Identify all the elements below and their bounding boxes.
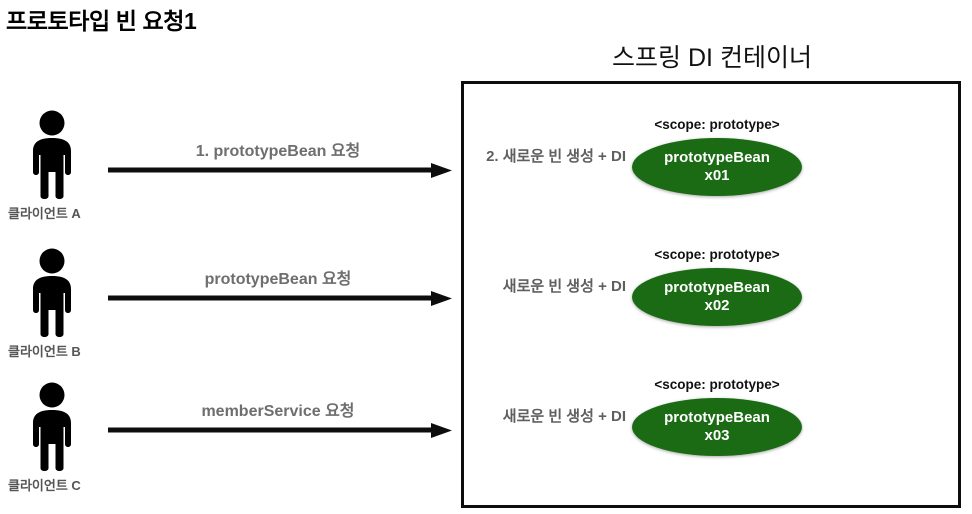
bean-name: prototypeBean [664, 279, 770, 296]
client-c: 클라이언트 C [4, 382, 100, 494]
arrow-shaft-icon [108, 291, 452, 306]
arrow-shaft-icon [108, 423, 452, 438]
prototype-bean-x02: prototypeBean x02 [632, 268, 802, 326]
bean-scope-label: <scope: prototype> [654, 247, 780, 262]
prototype-bean-x03: prototypeBean x03 [632, 398, 802, 456]
client-label: 클라이언트 A [8, 206, 81, 221]
bean-creation-note: 2. 새로운 빈 생성 + DI [486, 148, 626, 165]
bean-id: x03 [704, 427, 730, 444]
page-title: 프로토타입 빈 요청1 [6, 8, 197, 34]
bean-creation-note: 새로운 빈 생성 + DI [502, 278, 626, 295]
arrow-label: 1. prototypeBean 요청 [195, 143, 361, 160]
person-icon [33, 110, 71, 199]
client-b: 클라이언트 B [4, 248, 100, 360]
bean-scope-label: <scope: prototype> [654, 117, 780, 132]
client-a: 클라이언트 A [4, 110, 100, 222]
arrow-label: prototypeBean 요청 [204, 271, 352, 288]
person-icon [33, 248, 71, 337]
bean-name: prototypeBean [664, 149, 770, 166]
arrow-label: memberService 요청 [201, 403, 355, 420]
bean-id: x02 [704, 297, 730, 314]
bean-id: x01 [704, 167, 730, 184]
prototype-bean-x01: prototypeBean x01 [632, 138, 802, 196]
bean-creation-note: 새로운 빈 생성 + DI [502, 408, 626, 425]
client-label: 클라이언트 B [8, 344, 81, 359]
client-label: 클라이언트 C [8, 478, 81, 493]
person-icon [33, 382, 71, 471]
bean-scope-label: <scope: prototype> [654, 377, 780, 392]
arrow-shaft-icon [108, 163, 452, 178]
bean-name: prototypeBean [664, 409, 770, 426]
di-container-title: 스프링 DI 컨테이너 [612, 44, 812, 72]
